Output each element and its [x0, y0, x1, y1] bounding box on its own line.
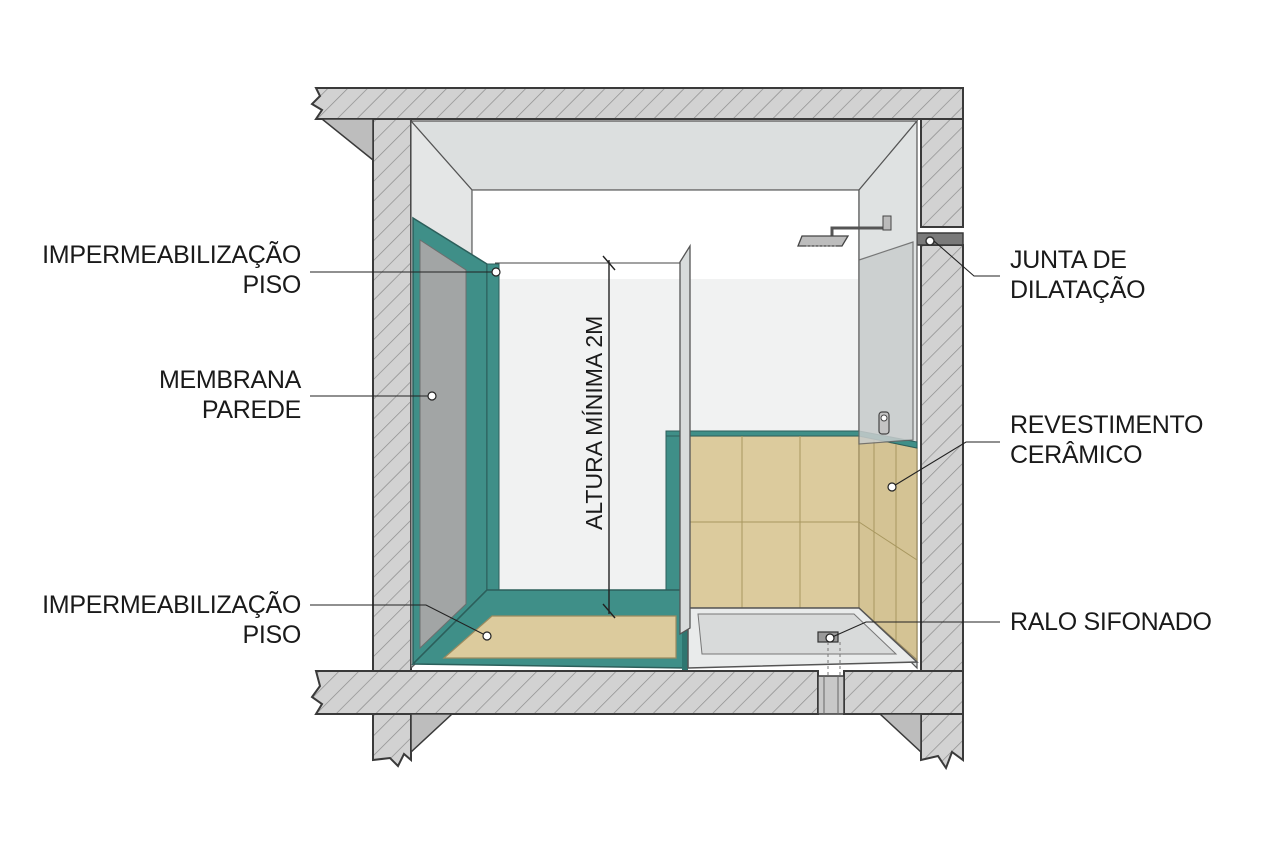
- label-waterproof-top: IMPERMEABILIZAÇÃO PISO: [42, 241, 301, 299]
- expansion-joint-dot: [925, 236, 935, 246]
- back-wall-highlight: [473, 191, 858, 279]
- glass-partition: [679, 243, 691, 636]
- right-wall-lower: [920, 244, 964, 672]
- label-wall-membrane: MEMBRANA PAREDE: [158, 366, 301, 424]
- label-ceramic-tile: REVESTIMENTO CERÂMICO: [1010, 411, 1204, 469]
- leader-ceramic-tile: [891, 441, 1000, 488]
- ceiling-slab: [310, 87, 964, 120]
- min-height-label: ALTURA MÍNIMA 2M: [581, 316, 607, 530]
- shower-head-icon: [797, 215, 892, 247]
- mixer-valve-icon: [878, 411, 890, 435]
- wall-membrane-inner: [419, 239, 467, 650]
- left-beam: [372, 713, 412, 768]
- left-wall-haunch: [319, 118, 374, 162]
- floor-slab-right: [843, 670, 964, 715]
- left-wall: [372, 118, 412, 672]
- room-ceiling: [409, 120, 919, 191]
- label-waterproof-floor: IMPERMEABILIZAÇÃO PISO: [42, 591, 301, 649]
- left-beam-haunch: [410, 713, 454, 754]
- expansion-joint: [916, 232, 964, 246]
- height-dimension: ALTURA MÍNIMA 2M: [495, 255, 680, 619]
- label-expansion-joint: JUNTA DE DILATAÇÃO: [1010, 246, 1146, 304]
- right-beam: [920, 713, 964, 771]
- right-wall-upper: [920, 118, 964, 228]
- leader-expansion-joint: [933, 240, 1000, 277]
- glass-right-panel: [858, 241, 914, 445]
- drain-pipe: [817, 675, 845, 715]
- leader-waterproof-floor: [310, 604, 488, 637]
- floor-slab: [310, 670, 819, 715]
- label-drain: RALO SIFONADO: [1010, 608, 1212, 636]
- leader-drain: [829, 621, 1000, 639]
- right-beam-haunch: [878, 713, 922, 754]
- back-membrane-strip: [486, 263, 500, 591]
